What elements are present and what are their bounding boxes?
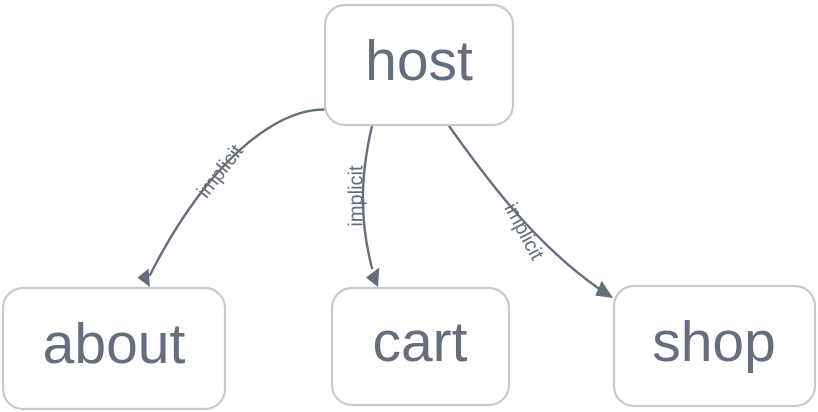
edge-path <box>447 124 600 290</box>
node-label-host: host <box>365 29 473 93</box>
node-label-about: about <box>43 312 186 376</box>
edge-host-cart[interactable]: implicit <box>345 124 385 290</box>
node-label-shop: shop <box>652 310 776 374</box>
node-label-cart: cart <box>372 310 467 374</box>
node-box <box>330 286 511 407</box>
node-shop[interactable]: shop <box>612 284 817 408</box>
edge-label-host-cart: implicit <box>345 165 367 227</box>
edge-path <box>148 108 333 277</box>
node-box <box>323 3 515 127</box>
edge-label-host-shop: implicit <box>500 200 548 265</box>
node-host[interactable]: host <box>323 3 515 127</box>
arrowhead-icon <box>595 280 613 298</box>
node-cart[interactable]: cart <box>330 286 511 407</box>
edge-path <box>361 124 374 270</box>
edge-host-shop[interactable]: implicit <box>447 124 617 305</box>
node-about[interactable]: about <box>1 286 227 411</box>
arrowhead-icon <box>366 267 380 287</box>
edge-label-host-about: implicit <box>193 140 248 202</box>
edge-host-about[interactable]: implicit <box>136 108 333 291</box>
arrowhead-icon <box>137 268 150 287</box>
node-box <box>1 286 227 411</box>
node-box <box>612 284 817 408</box>
